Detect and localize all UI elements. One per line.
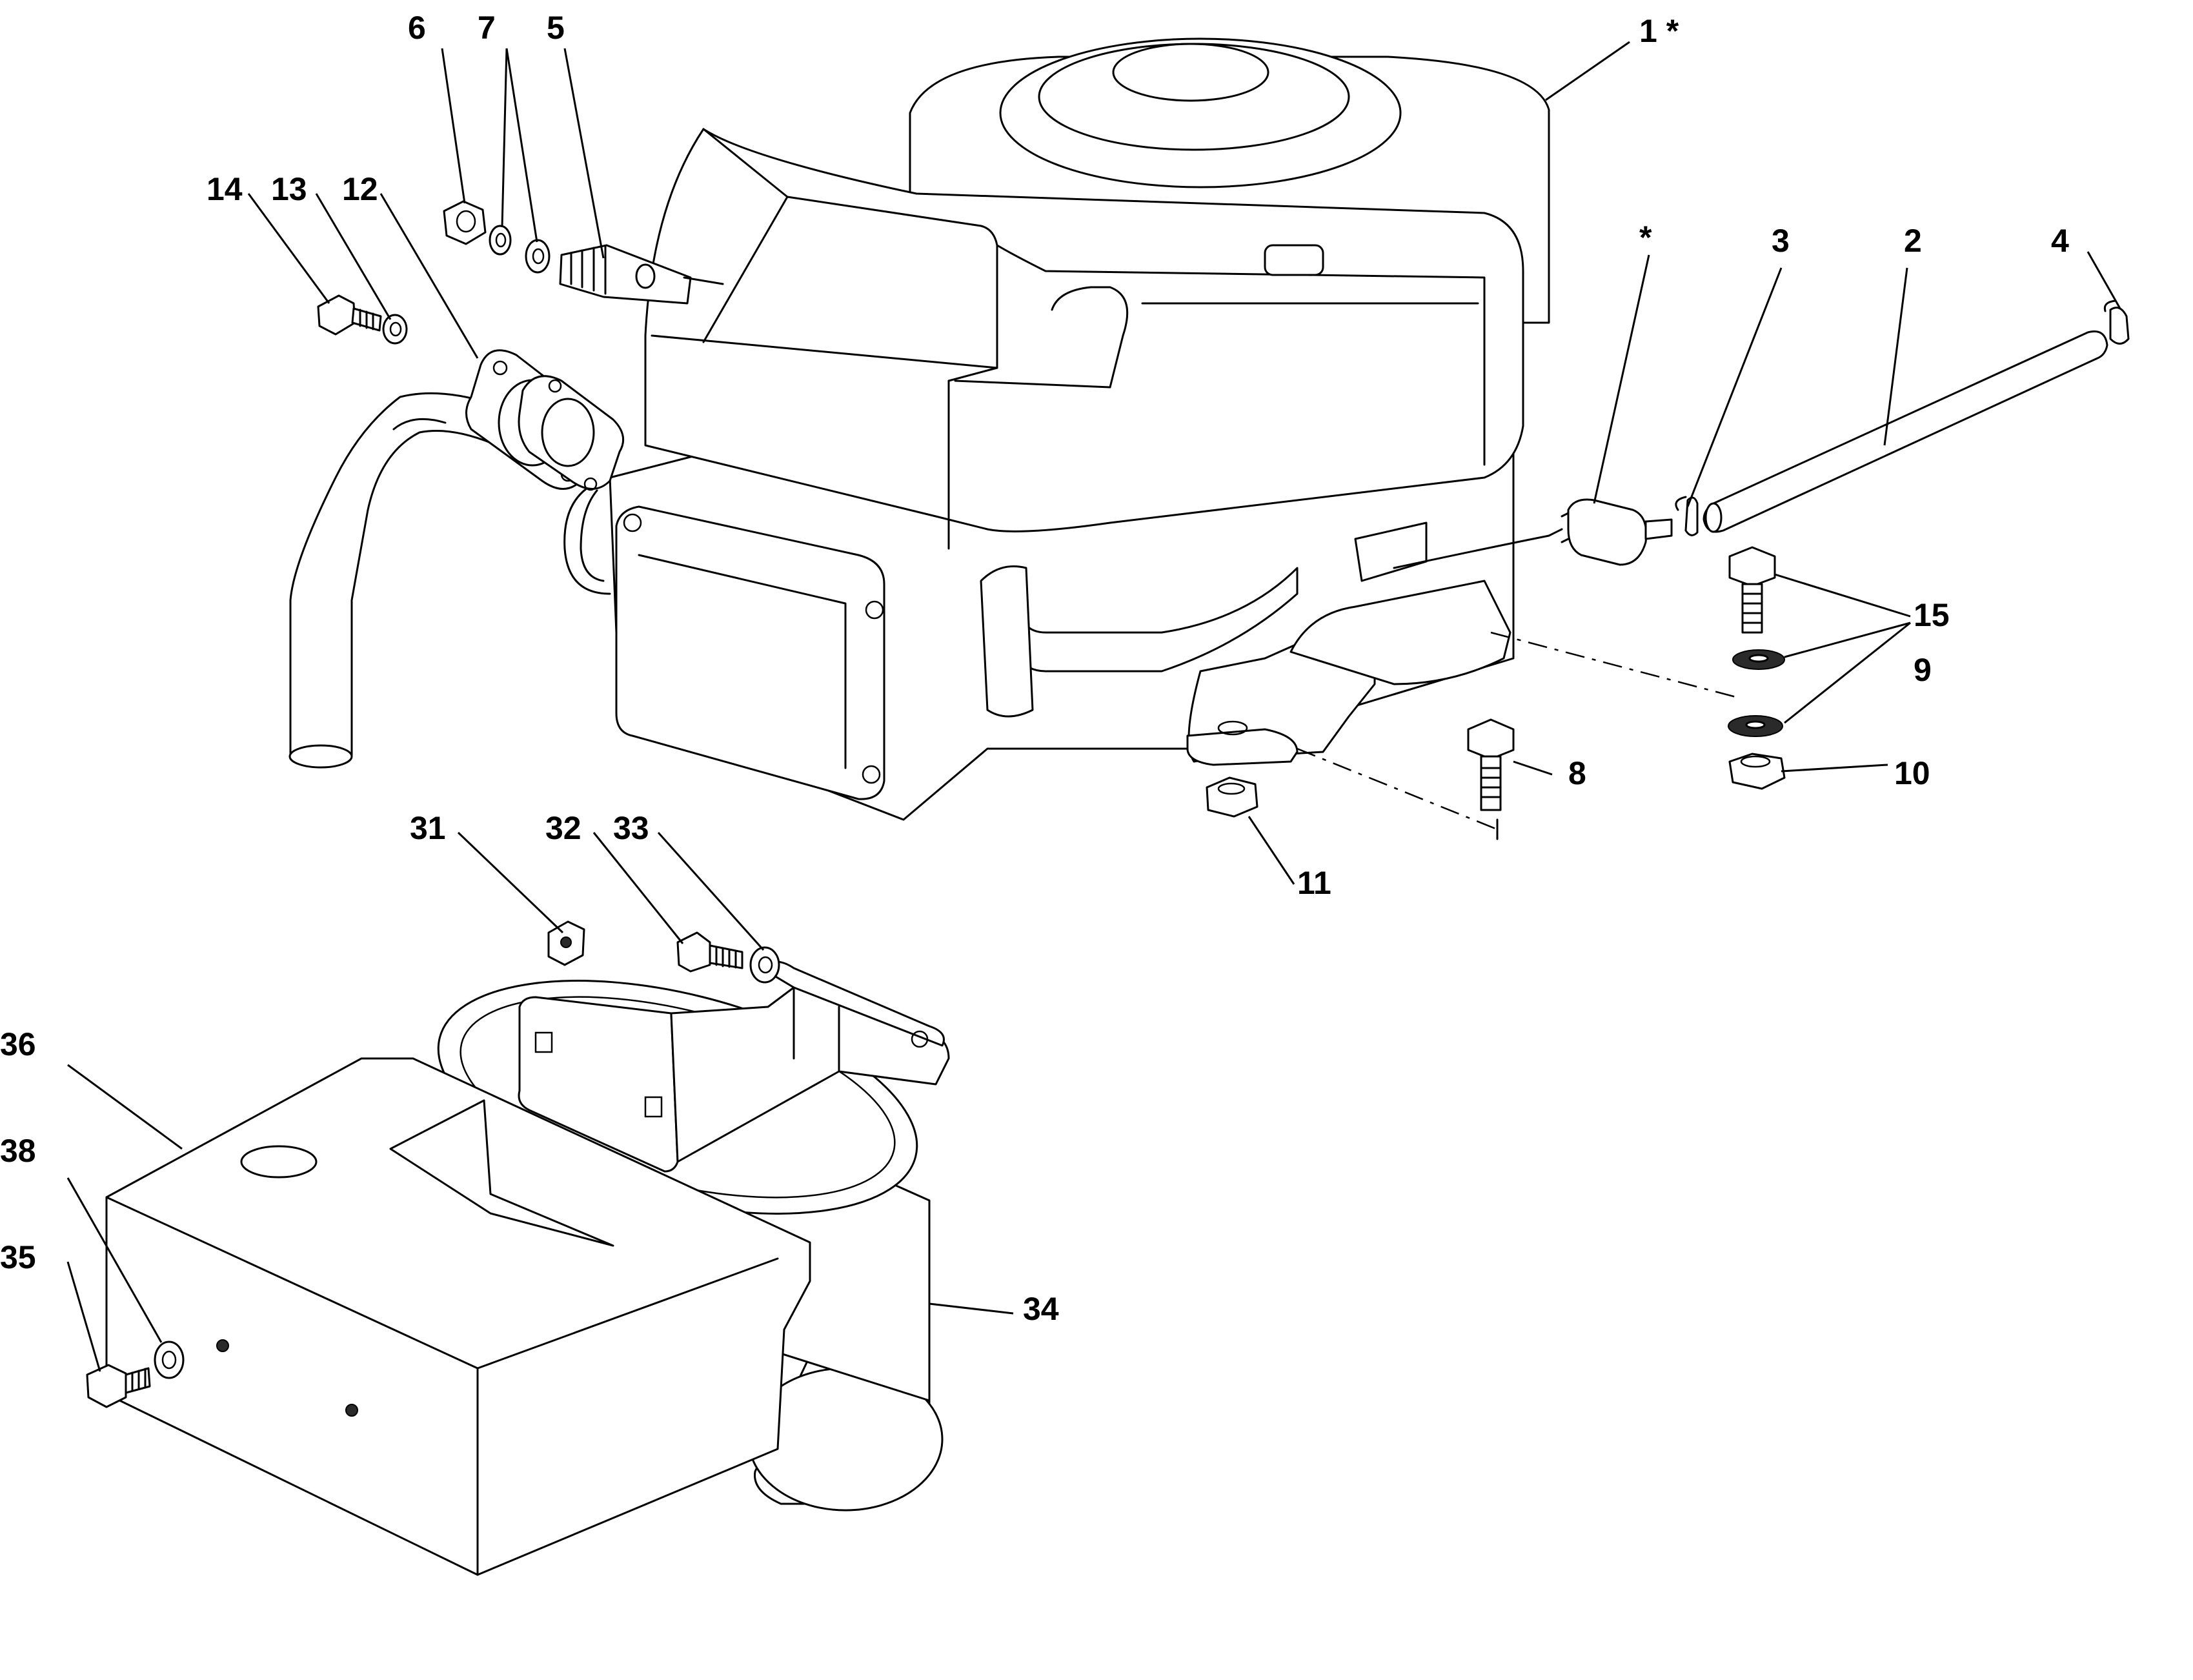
callout-labels: 1 * 2 3 4 5 6 7 8 9 10 11 12 13 14 15 * … <box>0 10 2069 1327</box>
callout-5: 5 <box>547 10 565 46</box>
leader-lines <box>66 41 2121 1372</box>
callout-10: 10 <box>1894 755 1930 791</box>
callout-1-star: 1 * <box>1639 13 1679 49</box>
heat-shield-36 <box>105 1057 811 1576</box>
centerline-15 <box>1490 631 1737 698</box>
callout-4: 4 <box>2051 223 2069 259</box>
exhaust-pipe <box>288 392 498 769</box>
callout-6: 6 <box>408 10 426 46</box>
washer-7a <box>489 225 512 256</box>
hex-bolt-14 <box>317 294 382 336</box>
washer-38 <box>154 1341 185 1379</box>
callout-star: * <box>1639 219 1652 256</box>
callout-14: 14 <box>207 171 243 207</box>
serrated-washer-9a <box>1732 649 1785 670</box>
fuel-hose-2 <box>1703 330 2108 533</box>
callout-33: 33 <box>613 810 649 846</box>
callout-12: 12 <box>342 171 378 207</box>
callout-32: 32 <box>545 810 581 846</box>
nut-10 <box>1728 753 1786 790</box>
bolt-8 <box>1467 718 1515 811</box>
centerline-8 <box>1297 747 1498 831</box>
washer-33 <box>749 946 780 984</box>
washer-7b <box>525 239 551 274</box>
callout-36: 36 <box>0 1026 36 1062</box>
clip-nut-31 <box>547 920 585 966</box>
callout-9: 9 <box>1914 652 1932 688</box>
mount-bracket <box>518 960 950 1173</box>
threaded-stud-5 <box>559 244 724 305</box>
callout-35: 35 <box>0 1239 36 1275</box>
callout-13: 13 <box>271 171 307 207</box>
callout-3: 3 <box>1772 223 1790 259</box>
bolt-15 <box>1728 546 1776 634</box>
hose-clamp-4 <box>2103 299 2130 345</box>
callout-15: 15 <box>1914 597 1950 633</box>
serrated-washer-9b <box>1728 715 1783 737</box>
fuel-filter-star <box>1561 498 1673 566</box>
bolt-32 <box>676 931 743 973</box>
engine-assembly <box>563 37 1563 821</box>
callout-2: 2 <box>1904 223 1922 259</box>
callout-11: 11 <box>1297 865 1331 901</box>
nut-11 <box>1206 776 1258 818</box>
callout-38: 38 <box>0 1133 36 1169</box>
exhaust-gasket <box>465 349 625 491</box>
nut-6 <box>443 200 487 245</box>
callout-7: 7 <box>478 10 496 46</box>
bolt-35 <box>86 1364 151 1408</box>
lock-washer-13 <box>382 314 408 345</box>
callout-8: 8 <box>1568 755 1586 791</box>
callout-31: 31 <box>410 810 446 846</box>
hose-clamp-3 <box>1675 496 1699 536</box>
callout-34: 34 <box>1023 1291 1059 1327</box>
